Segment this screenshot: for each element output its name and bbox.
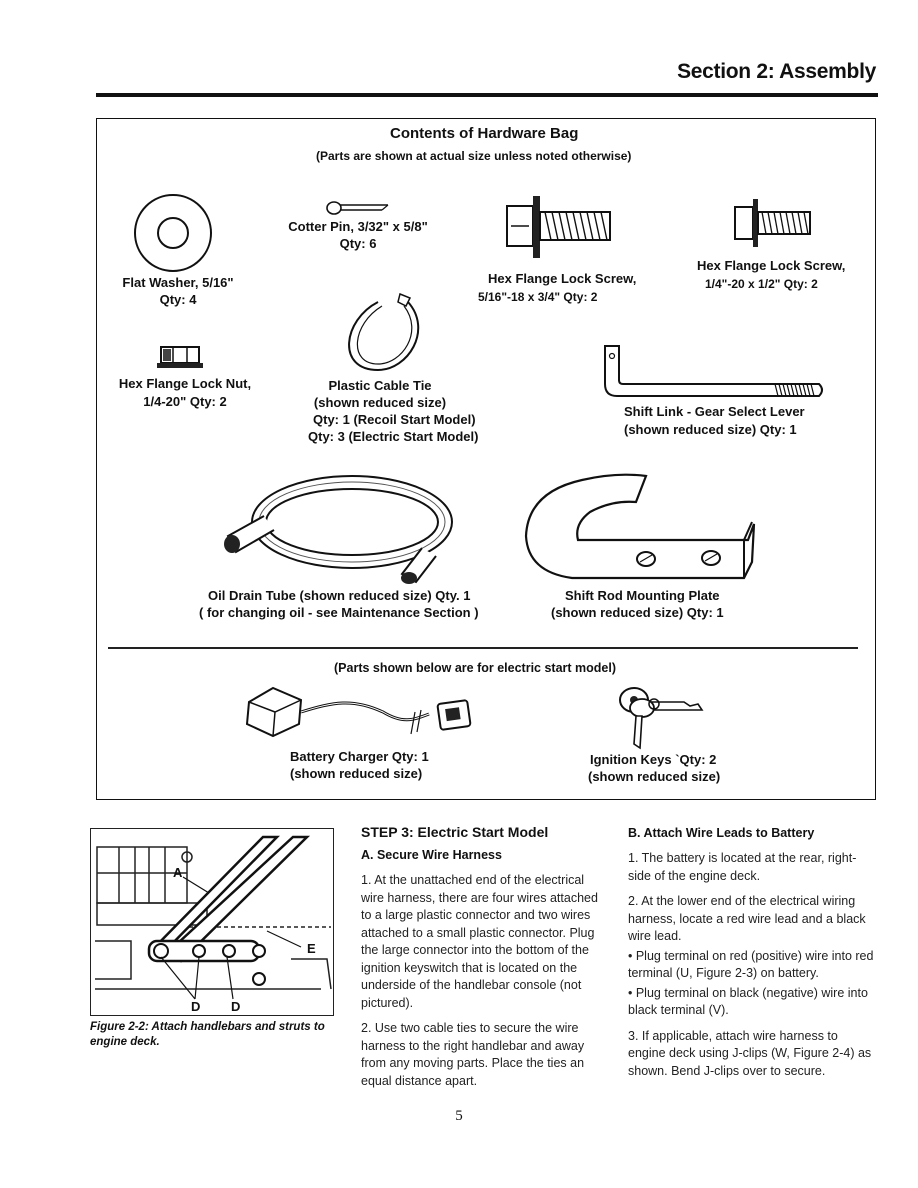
oil-drain-tube-icon [224, 475, 453, 584]
battery-charger-icon [245, 686, 472, 738]
ignition-keys-note: (shown reduced size) [588, 769, 721, 784]
cable-tie-qty-recoil: Qty: 1 (Recoil Start Model) [313, 412, 476, 427]
shift-link-note: (shown reduced size) Qty: 1 [624, 422, 797, 437]
figure-caption: Figure 2-2: Attach handlebars and struts… [90, 1021, 325, 1048]
ignition-keys-label: Ignition Keys `Qty: 2 [590, 752, 717, 767]
step3-heading: STEP 3: Electric Start Model [361, 824, 549, 840]
cable-tie-label: Plastic Cable Tie [328, 378, 432, 393]
figure-2-2: A E D D [90, 828, 334, 1016]
step3-b3: 3. If applicable, attach wire harness to… [628, 1028, 872, 1078]
cable-tie-note: (shown reduced size) [313, 395, 447, 410]
hex-screw-large-spec: 5/16"-18 x 3/4" Qty: 2 [478, 290, 598, 304]
section-divider [108, 647, 858, 649]
flat-washer-label: Flat Washer, 5/16" [122, 275, 234, 290]
ignition-keys-icon [619, 687, 704, 750]
hardware-bag-title: Contents of Hardware Bag [390, 125, 579, 142]
step3-b2-bullet2: • Plug terminal on black (negative) wire… [628, 985, 868, 1018]
cotter-pin-label: Cotter Pin, 3/32" x 5/8" [288, 219, 428, 234]
shift-link-icon [604, 345, 823, 397]
step3-a2: 2. Use two cable ties to secure the wire… [361, 1021, 585, 1088]
shift-plate-label: Shift Rod Mounting Plate [565, 588, 720, 603]
cotter-pin-icon [326, 201, 389, 215]
step3-text-column-b: 1. The battery is located at the rear, r… [628, 850, 874, 1088]
step3-sub-a: A. Secure Wire Harness [361, 848, 502, 862]
oil-drain-tube-label: Oil Drain Tube (shown reduced size) Qty.… [208, 588, 471, 603]
hex-nut-label: Hex Flange Lock Nut, [118, 376, 252, 391]
hex-screw-large-icon [506, 196, 611, 258]
label-e: E [307, 941, 316, 956]
section-title: Section 2: Assembly [677, 60, 876, 83]
battery-charger-label: Battery Charger Qty: 1 [290, 749, 429, 764]
hardware-bag-box [96, 118, 876, 800]
step3-a1: 1. At the unattached end of the electric… [361, 873, 598, 1010]
shift-plate-icon [524, 473, 756, 580]
page-number: 5 [455, 1108, 463, 1124]
label-a: A [173, 865, 183, 880]
hex-nut-icon [157, 346, 203, 368]
hex-screw-small-label: Hex Flange Lock Screw, [697, 258, 846, 273]
battery-charger-note: (shown reduced size) [290, 766, 423, 781]
handlebar-assembly-illustration [95, 835, 332, 1000]
step3-b1: 1. The battery is located at the rear, r… [628, 851, 857, 883]
label-d-right: D [231, 999, 241, 1014]
step3-b2: 2. At the lower end of the electrical wi… [628, 894, 866, 943]
cable-tie-icon [348, 292, 420, 372]
hex-screw-small-icon [734, 199, 811, 247]
hex-screw-large-label: Hex Flange Lock Screw, [488, 271, 637, 286]
electric-start-note: (Parts shown below are for electric star… [334, 661, 617, 675]
hex-screw-small-spec: 1/4"-20 x 1/2" Qty: 2 [705, 277, 818, 291]
cotter-pin-qty: Qty: 6 [339, 236, 377, 251]
shift-link-label: Shift Link - Gear Select Lever [624, 404, 805, 419]
hardware-bag-subtitle: (Parts are shown at actual size unless n… [316, 149, 632, 163]
flat-washer-icon [134, 194, 212, 272]
cable-tie-qty-electric: Qty: 3 (Electric Start Model) [308, 429, 479, 444]
hex-nut-spec: 1/4-20" Qty: 2 [143, 394, 227, 409]
flat-washer-qty: Qty: 4 [159, 292, 197, 307]
step3-b2-bullet1: • Plug terminal on red (positive) wire i… [628, 948, 874, 981]
step3-text-column-a: 1. At the unattached end of the electric… [361, 872, 601, 1098]
label-d-left: D [191, 999, 201, 1014]
step3-sub-b: B. Attach Wire Leads to Battery [628, 826, 815, 840]
oil-drain-tube-note: ( for changing oil - see Maintenance Sec… [199, 605, 479, 620]
header-rule [96, 93, 878, 97]
shift-plate-note: (shown reduced size) Qty: 1 [551, 605, 724, 620]
